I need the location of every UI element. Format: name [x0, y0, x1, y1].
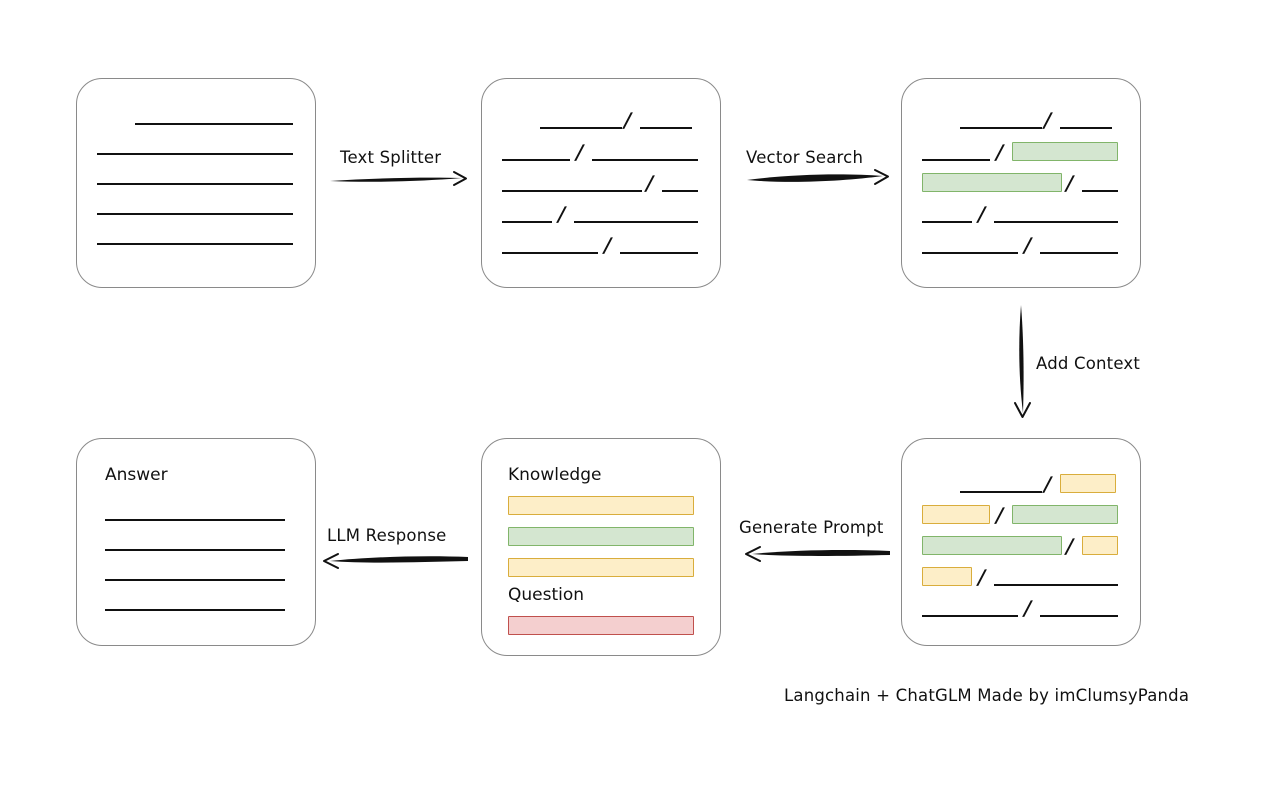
card-answer: Answer	[76, 438, 316, 646]
doc-line	[502, 221, 552, 223]
split-document-lines: / / / / /	[482, 79, 720, 287]
split-slash: /	[975, 565, 988, 589]
arrow-llm-response	[323, 553, 468, 569]
split-slash: /	[993, 503, 1006, 527]
doc-line	[994, 221, 1118, 223]
split-slash: /	[1063, 171, 1076, 195]
split-slash: /	[1063, 534, 1076, 558]
matched-chunk-green	[922, 173, 1062, 192]
doc-line	[592, 159, 698, 161]
doc-line	[97, 183, 293, 185]
doc-line	[97, 153, 293, 155]
split-slash: /	[621, 108, 634, 132]
prompt-knowledge-chunk-yellow	[508, 558, 694, 577]
doc-line	[105, 579, 285, 581]
doc-line	[922, 221, 972, 223]
doc-line	[1040, 615, 1118, 617]
split-slash: /	[1041, 472, 1054, 496]
diagram-caption: Langchain + ChatGLM Made by imClumsyPand…	[784, 686, 1190, 705]
doc-line	[502, 190, 642, 192]
arrow-label-vector-search: Vector Search	[746, 148, 864, 167]
split-slash: /	[555, 202, 568, 226]
context-document-lines: / / / / /	[902, 439, 1140, 645]
split-slash: /	[975, 202, 988, 226]
arrow-label-llm-response: LLM Response	[327, 526, 447, 545]
prompt-knowledge-chunk-green	[508, 527, 694, 546]
answer-content: Answer	[77, 439, 315, 645]
card-source-document	[76, 78, 316, 288]
doc-line	[574, 221, 698, 223]
doc-line	[620, 252, 698, 254]
context-chunk-yellow	[1082, 536, 1118, 555]
doc-line	[960, 491, 1042, 493]
doc-line	[960, 127, 1042, 129]
context-chunk-green	[1012, 505, 1118, 524]
doc-line	[994, 584, 1118, 586]
doc-line	[135, 123, 293, 125]
doc-line	[640, 127, 692, 129]
doc-line	[502, 252, 598, 254]
doc-line	[922, 615, 1018, 617]
prompt-question-chunk-red	[508, 616, 694, 635]
split-slash: /	[573, 140, 586, 164]
doc-line	[105, 609, 285, 611]
answer-heading: Answer	[105, 465, 168, 485]
arrow-add-context	[1014, 305, 1031, 418]
doc-line	[1060, 127, 1112, 129]
doc-line	[922, 159, 990, 161]
split-slash: /	[1041, 108, 1054, 132]
context-chunk-yellow	[922, 567, 972, 586]
doc-line	[97, 243, 293, 245]
prompt-content: Knowledge Question	[482, 439, 720, 655]
prompt-knowledge-heading: Knowledge	[508, 465, 602, 485]
arrow-vector-search	[747, 169, 889, 185]
doc-line	[105, 519, 285, 521]
split-slash: /	[643, 171, 656, 195]
doc-line	[662, 190, 698, 192]
doc-line	[97, 213, 293, 215]
arrow-label-generate-prompt: Generate Prompt	[739, 518, 884, 537]
split-slash: /	[601, 233, 614, 257]
card-prompt: Knowledge Question	[481, 438, 721, 656]
prompt-question-heading: Question	[508, 585, 585, 605]
split-slash: /	[1021, 233, 1034, 257]
doc-line	[540, 127, 622, 129]
split-slash: /	[1021, 596, 1034, 620]
matched-document-lines: / / / / /	[902, 79, 1140, 287]
doc-line	[1082, 190, 1118, 192]
arrow-label-text-splitter: Text Splitter	[340, 148, 442, 167]
doc-line	[1040, 252, 1118, 254]
card-matched-document: / / / / /	[901, 78, 1141, 288]
matched-chunk-green	[1012, 142, 1118, 161]
doc-line	[922, 252, 1018, 254]
arrow-generate-prompt	[745, 546, 890, 562]
source-document-lines	[77, 79, 315, 287]
card-split-document: / / / / /	[481, 78, 721, 288]
card-context-document: / / / / /	[901, 438, 1141, 646]
arrow-label-add-context: Add Context	[1036, 354, 1141, 373]
doc-line	[502, 159, 570, 161]
doc-line	[105, 549, 285, 551]
context-chunk-green	[922, 536, 1062, 555]
context-chunk-yellow	[1060, 474, 1116, 493]
context-chunk-yellow	[922, 505, 990, 524]
prompt-knowledge-chunk-yellow	[508, 496, 694, 515]
arrow-text-splitter	[330, 171, 467, 186]
split-slash: /	[993, 140, 1006, 164]
